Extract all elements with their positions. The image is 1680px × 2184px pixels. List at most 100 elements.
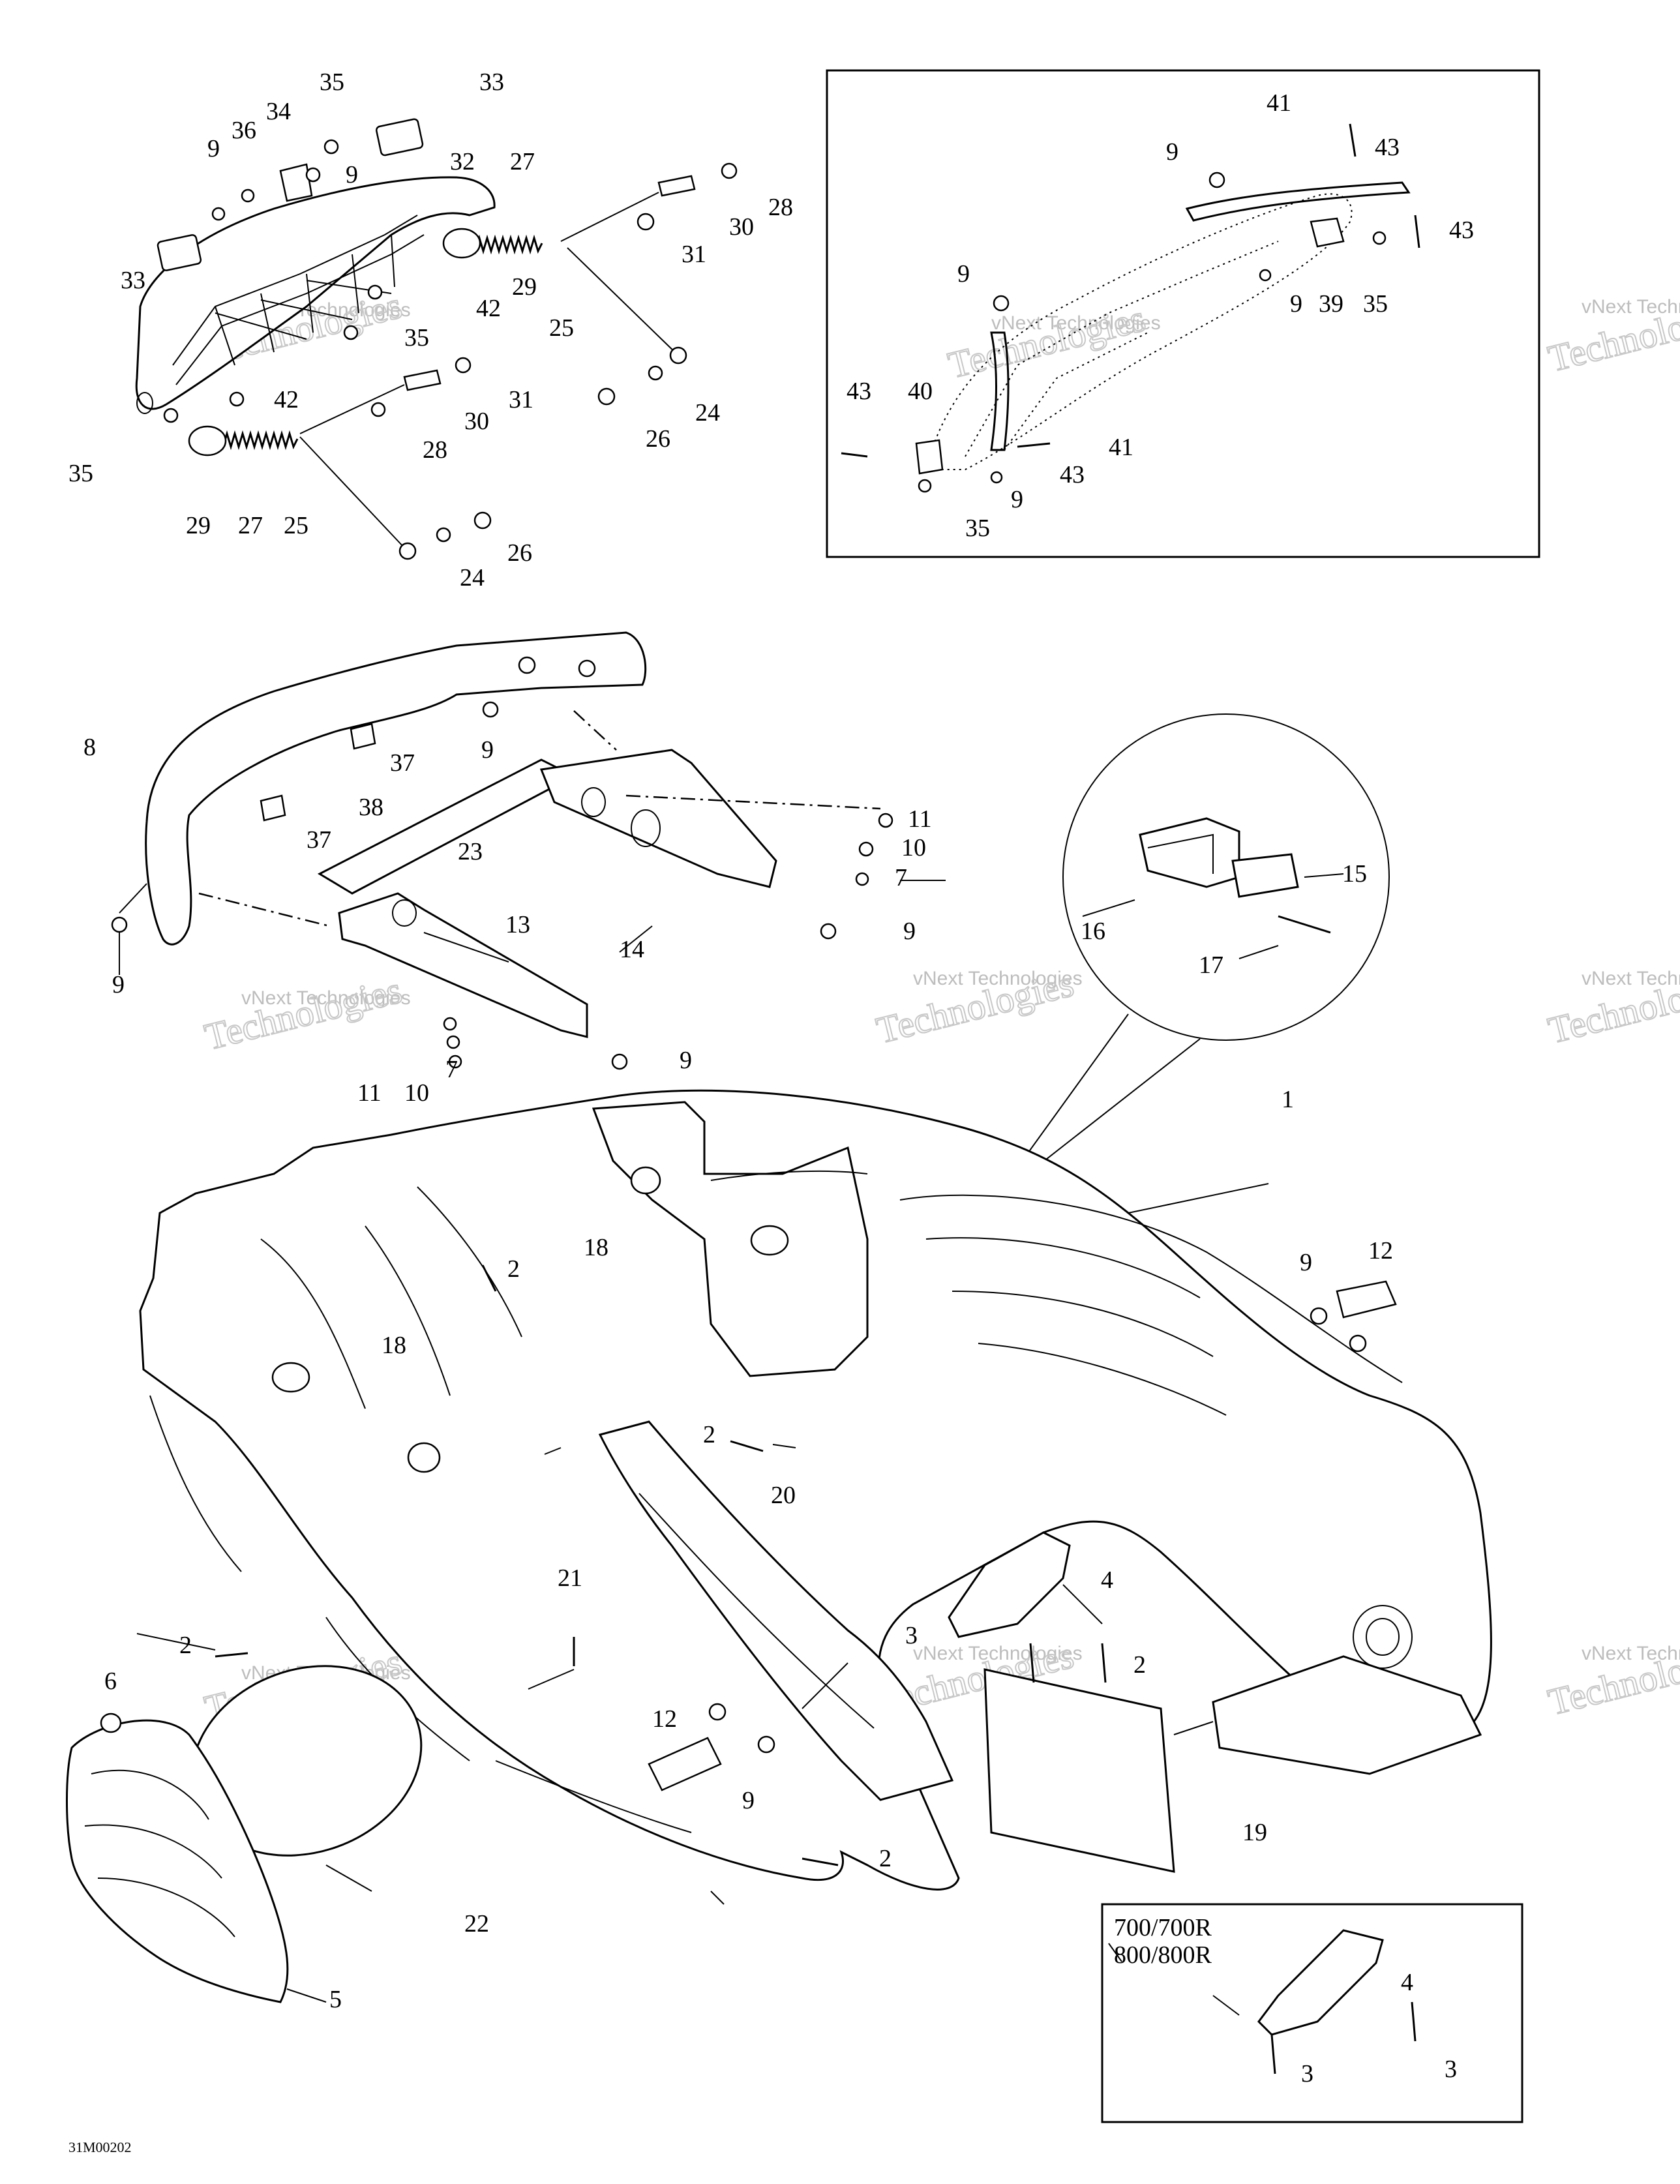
- callout-43: 43: [1449, 217, 1474, 244]
- callout-3: 3: [1445, 2056, 1457, 2083]
- nut-9: [993, 295, 1010, 312]
- callout-9: 9: [903, 918, 916, 945]
- clip-detail: [1147, 833, 1214, 874]
- callout-5: 5: [329, 1986, 342, 2013]
- nut-9: [757, 1735, 775, 1754]
- bolt-7: [448, 1055, 462, 1069]
- nut-9: [305, 167, 321, 183]
- callout-14: 14: [620, 936, 644, 963]
- watermark-text: vNext Technologies: [1582, 1643, 1680, 1664]
- callout-30: 30: [464, 408, 489, 435]
- hood-bracket: [135, 176, 496, 410]
- bottom-pan-1: [66, 1089, 1492, 2003]
- watermark-text: vNext Technologies: [1582, 296, 1680, 318]
- callout-4: 4: [1401, 1969, 1413, 1996]
- callout-9: 9: [346, 161, 358, 188]
- callout-2: 2: [1133, 1651, 1146, 1679]
- callout-34: 34: [266, 98, 291, 125]
- strut-41: [1185, 181, 1411, 222]
- bracket-4-alt: [1257, 1929, 1384, 2036]
- bracket-webbing: [215, 234, 395, 366]
- nut-24: [436, 527, 451, 543]
- callout-6: 6: [104, 1668, 117, 1695]
- ring-29: [188, 425, 227, 456]
- strut-41: [990, 331, 1010, 451]
- grommet-18: [630, 1166, 661, 1195]
- callout-13: 13: [505, 911, 530, 938]
- callout-43: 43: [1060, 461, 1085, 488]
- watermark-text: Technologies: [200, 968, 406, 1058]
- clip-16: [1139, 817, 1240, 888]
- nut-9: [211, 207, 226, 221]
- callout-19: 19: [1242, 1819, 1267, 1846]
- grommet-18: [271, 1362, 310, 1393]
- callout-3: 3: [905, 1622, 918, 1649]
- washer-10: [858, 841, 874, 857]
- cable-end: [398, 542, 417, 560]
- bolt-26: [473, 511, 492, 530]
- tunnel-edge: [710, 1170, 868, 1181]
- washer-10: [446, 1035, 460, 1049]
- callout-23: 23: [458, 838, 483, 865]
- hole: [392, 899, 417, 927]
- grommet-18: [407, 1442, 441, 1473]
- bolt-35: [163, 408, 179, 423]
- bolt-26: [597, 387, 616, 406]
- bracket-hole: [136, 392, 153, 414]
- callout-7: 7: [445, 1056, 458, 1083]
- callout-11: 11: [357, 1079, 382, 1107]
- callout-8: 8: [83, 734, 96, 761]
- callout-10: 10: [404, 1079, 429, 1107]
- bolt-42: [367, 284, 383, 300]
- latch-33: [157, 234, 202, 271]
- bolt-35: [323, 139, 339, 155]
- washer-36: [241, 188, 255, 203]
- callout-37: 37: [390, 749, 415, 777]
- callout-24: 24: [460, 564, 485, 591]
- callout-9: 9: [1011, 486, 1023, 513]
- callout-3: 3: [1301, 2060, 1313, 2087]
- callout-9: 9: [112, 971, 125, 998]
- callout-2: 2: [703, 1421, 715, 1448]
- leader-lines: [119, 873, 1344, 2016]
- bracket-39: [1310, 217, 1345, 248]
- pan-tail: [1212, 1655, 1482, 1775]
- callout-26: 26: [507, 539, 532, 567]
- callout-25: 25: [284, 512, 308, 539]
- nut-9: [1349, 1334, 1367, 1353]
- callout-42: 42: [476, 295, 501, 322]
- rivets-3: [1270, 2001, 1417, 2074]
- callout-39: 39: [1319, 290, 1343, 318]
- bolt-35: [343, 325, 359, 340]
- callout-17: 17: [1199, 951, 1223, 979]
- callout-29: 29: [186, 512, 211, 539]
- callout-1: 1: [1282, 1086, 1294, 1113]
- spacer-37: [350, 723, 376, 750]
- callout-18: 18: [584, 1234, 608, 1261]
- bolt-7: [855, 872, 869, 886]
- bracket-edge: [172, 215, 418, 366]
- nut-9: [1310, 1307, 1328, 1325]
- bracket-12: [1336, 1280, 1397, 1319]
- hole: [581, 787, 606, 817]
- callout-10: 10: [901, 834, 926, 861]
- washer-11: [878, 813, 893, 828]
- callout-43: 43: [847, 378, 871, 405]
- callout-40: 40: [908, 378, 933, 405]
- callout-43: 43: [1375, 134, 1400, 161]
- callout-35: 35: [1363, 290, 1388, 318]
- callout-31: 31: [509, 386, 533, 413]
- nut-9: [1208, 172, 1225, 188]
- callout-35: 35: [965, 515, 990, 542]
- rivet-17: [1278, 915, 1331, 934]
- nut-24: [648, 365, 663, 381]
- callout-2: 2: [879, 1845, 892, 1872]
- callout-36: 36: [232, 117, 256, 144]
- hole: [518, 656, 536, 674]
- callout-9: 9: [742, 1787, 755, 1814]
- nut-9: [1259, 269, 1272, 282]
- model-inset-frame: [1101, 1903, 1523, 2123]
- pin-43: [841, 123, 1420, 458]
- callout-35: 35: [404, 324, 429, 352]
- washer-11: [443, 1017, 457, 1031]
